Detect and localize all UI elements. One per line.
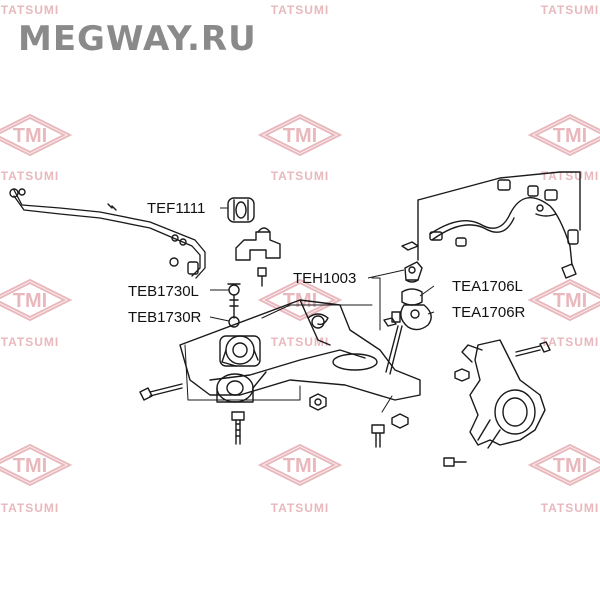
- parts-drawing: [9, 171, 581, 467]
- watermark-brand: TATSUMI: [541, 3, 600, 17]
- watermark-brand: TATSUMI: [271, 3, 330, 17]
- watermark-brand: TATSUMI: [1, 501, 60, 515]
- watermark-logo: TMI: [283, 125, 317, 147]
- knuckle-bolt: [515, 341, 551, 357]
- rear-bushing: [216, 371, 267, 403]
- watermark-brand: TATSUMI: [271, 335, 330, 349]
- watermark-diamond: [527, 443, 600, 487]
- watermark-brand: TATSUMI: [271, 501, 330, 515]
- watermark-logo: TMI: [553, 125, 587, 147]
- watermark-diamond-inner: [263, 281, 337, 319]
- watermark-brand: TATSUMI: [1, 335, 60, 349]
- label-teh1003: TEH1003: [293, 270, 356, 287]
- watermark-diamond: [0, 443, 73, 487]
- watermark-diamond-inner: [0, 281, 67, 319]
- watermark-logo: TMI: [13, 455, 47, 477]
- nut: [309, 393, 327, 411]
- lower-bolts: [371, 413, 409, 448]
- watermark-diamond-inner: [263, 446, 337, 484]
- label-tef1111: TEF1111: [147, 200, 205, 217]
- steering-knuckle: [461, 339, 546, 449]
- watermark-brand: TATSUMI: [1, 3, 60, 17]
- watermark-logo: TMI: [553, 455, 587, 477]
- watermark-diamond: [257, 443, 343, 487]
- watermark-logo: TMI: [13, 125, 47, 147]
- stabilizer-bushing: [227, 197, 255, 223]
- watermark-diamond: [527, 113, 600, 157]
- watermark-diamond: [257, 113, 343, 157]
- label-tea1706r: TEA1706R: [452, 304, 526, 321]
- watermark-diamond-inner: [533, 116, 600, 154]
- stabilizer-bar: [9, 188, 206, 279]
- ball-joint-boot: [404, 261, 423, 283]
- watermark-diamond-inner: [533, 281, 600, 319]
- site-title: MEGWAY.RU: [18, 19, 257, 59]
- watermark-logo: TMI: [283, 455, 317, 477]
- watermark-brand: TATSUMI: [541, 169, 600, 183]
- long-bolt: [139, 383, 183, 401]
- label-teb1730r: TEB1730R: [128, 309, 202, 326]
- watermark-brand: TATSUMI: [541, 335, 600, 349]
- stabilizer-link: [227, 283, 241, 328]
- subframe-outline: [184, 277, 393, 413]
- label-tea1706l: TEA1706L: [452, 278, 523, 295]
- watermark-brand: TATSUMI: [541, 501, 600, 515]
- watermark-diamond: [257, 278, 343, 322]
- watermark-diamond-inner: [0, 116, 67, 154]
- bushing-bracket: [169, 227, 281, 287]
- watermark-diamond: [527, 278, 600, 322]
- vertical-bolt: [231, 411, 245, 445]
- lower-control-arm: [179, 299, 421, 401]
- leader-lines: [209, 207, 435, 322]
- knuckle-fasteners: [443, 368, 470, 467]
- ball-joint: [383, 288, 432, 375]
- watermark-diamond: [0, 278, 73, 322]
- abs-sensor-harness: [401, 171, 581, 279]
- watermark-brand: TATSUMI: [271, 169, 330, 183]
- front-bushing: [219, 335, 261, 367]
- watermark-diamond-inner: [0, 446, 67, 484]
- label-teb1730l: TEB1730L: [128, 283, 199, 300]
- watermark-logo: TMI: [13, 290, 47, 312]
- watermark-brand: TATSUMI: [1, 169, 60, 183]
- watermark-diamond: [0, 113, 73, 157]
- watermark-diamond-inner: [263, 116, 337, 154]
- watermark-logo: TMI: [553, 290, 587, 312]
- watermark-diamond-inner: [533, 446, 600, 484]
